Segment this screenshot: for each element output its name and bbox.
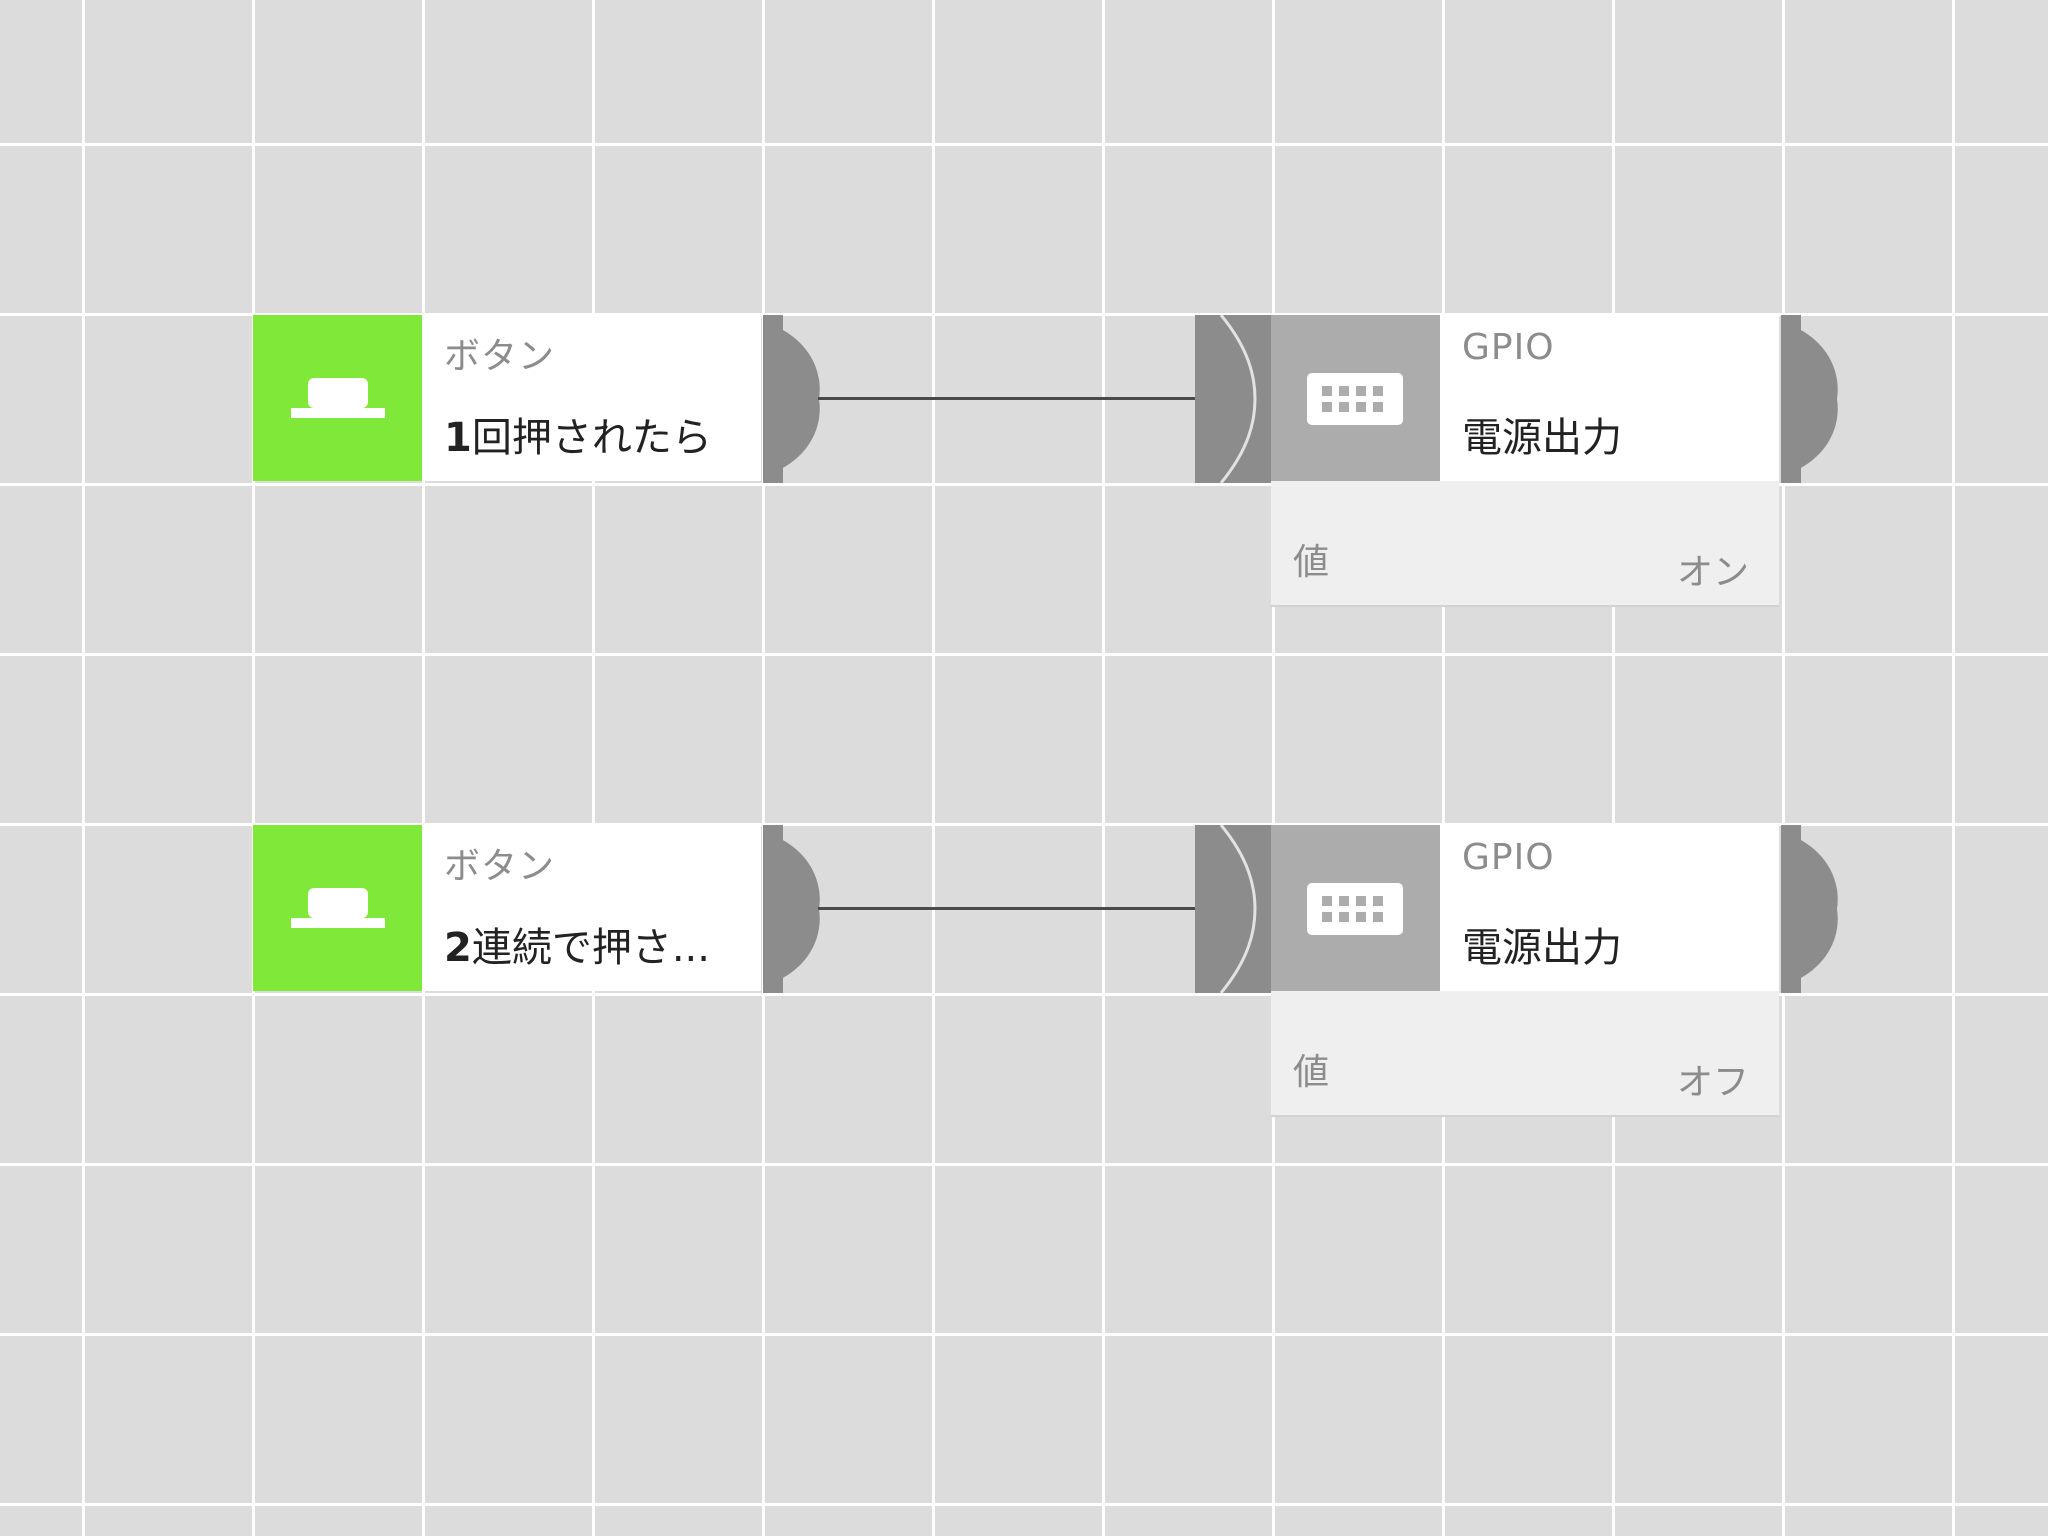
trigger-output-port[interactable]: [763, 315, 821, 483]
output-block-gpio[interactable]: GPIO 電源出力 値 オフ: [1271, 825, 1779, 1117]
output-icon-tile: [1271, 315, 1440, 481]
trigger-action-count: 2: [444, 925, 472, 971]
gpio-icon: [1307, 373, 1403, 425]
trigger-icon-tile: [253, 825, 422, 991]
trigger-category-label: ボタン: [444, 336, 556, 377]
button-icon: [291, 888, 385, 928]
output-body: GPIO 電源出力: [1440, 825, 1779, 991]
connection-wire: [818, 907, 1198, 910]
output-params-panel[interactable]: 値 オフ: [1271, 991, 1779, 1117]
trigger-body: ボタン 1回押されたら: [422, 315, 761, 481]
param-value[interactable]: オン: [1676, 552, 1749, 593]
connection-wire: [818, 397, 1198, 400]
trigger-action-count: 1: [444, 415, 472, 461]
output-category-label: GPIO: [1462, 837, 1555, 878]
trigger-category-label: ボタン: [444, 846, 556, 887]
button-icon: [291, 378, 385, 418]
output-action-label: 電源出力: [1462, 415, 1622, 461]
output-params-panel[interactable]: 値 オン: [1271, 481, 1779, 607]
trigger-action-text: 回押されたら: [471, 415, 712, 461]
trigger-action-label: 2連続で押さ...: [444, 915, 710, 973]
output-action-label: 電源出力: [1462, 925, 1622, 971]
trigger-block-button[interactable]: ボタン 2連続で押さ...: [253, 825, 761, 991]
output-icon-tile: [1271, 825, 1440, 991]
output-body: GPIO 電源出力: [1440, 315, 1779, 481]
trigger-action-label: 1回押されたら: [444, 405, 712, 463]
output-input-port[interactable]: [1195, 825, 1271, 993]
gpio-icon: [1307, 883, 1403, 935]
param-value[interactable]: オフ: [1676, 1062, 1749, 1103]
param-label: 値: [1293, 1052, 1330, 1093]
trigger-output-port[interactable]: [763, 825, 821, 993]
param-label: 値: [1293, 542, 1330, 583]
output-output-port[interactable]: [1781, 315, 1839, 483]
output-category-label: GPIO: [1462, 327, 1555, 368]
output-output-port[interactable]: [1781, 825, 1839, 993]
output-block-gpio[interactable]: GPIO 電源出力 値 オン: [1271, 315, 1779, 607]
trigger-block-button[interactable]: ボタン 1回押されたら: [253, 315, 761, 481]
trigger-icon-tile: [253, 315, 422, 481]
trigger-body: ボタン 2連続で押さ...: [422, 825, 761, 991]
trigger-action-text: 連続で押さ...: [471, 925, 710, 971]
output-input-port[interactable]: [1195, 315, 1271, 483]
